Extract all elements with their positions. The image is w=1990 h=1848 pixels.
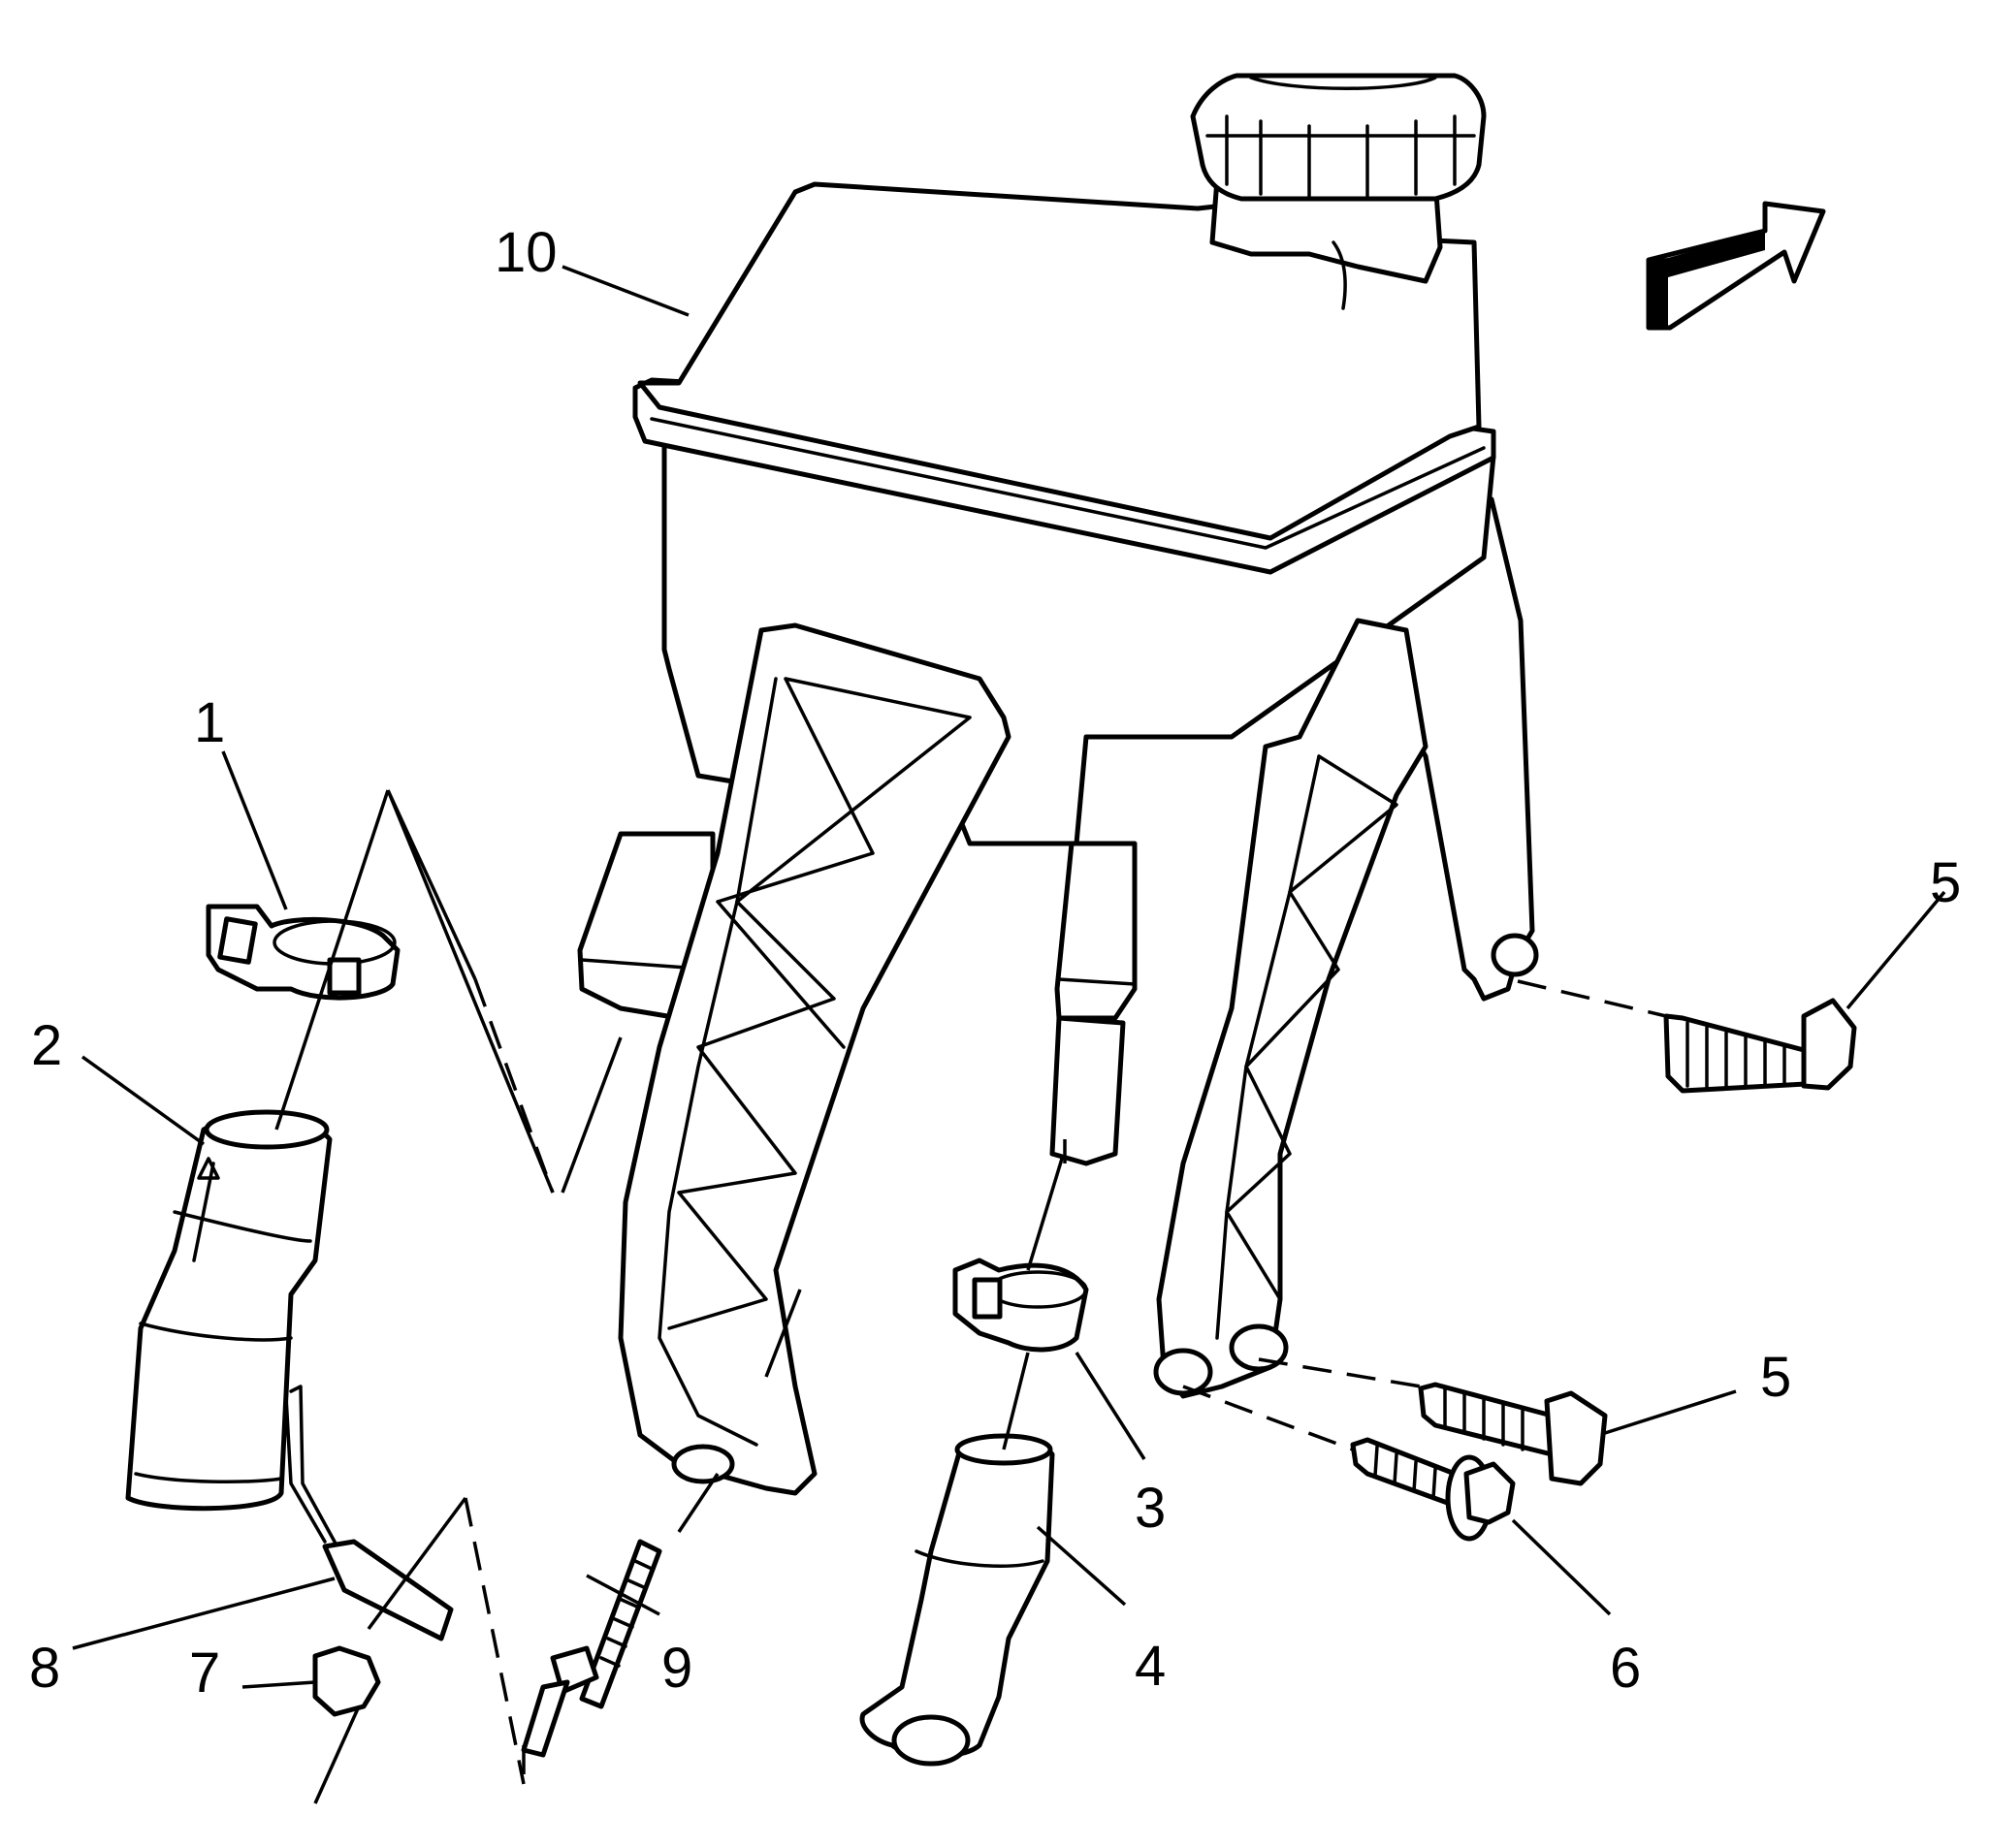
hose-clamp-lower <box>952 1258 1089 1353</box>
assembly-lines <box>274 789 1667 1804</box>
hose-clamp-upper <box>206 904 401 1001</box>
callout-7: 7 <box>189 1641 220 1705</box>
callout-3: 3 <box>1135 1477 1166 1540</box>
callout-2: 2 <box>31 1014 62 1077</box>
bolt-lower <box>1418 1382 1608 1486</box>
callout-labels: 1 2 3 4 5 5 6 7 8 9 10 <box>29 221 1961 1705</box>
callout-6: 6 <box>1610 1637 1641 1700</box>
callout-5-lower: 5 <box>1760 1346 1791 1409</box>
nut <box>312 1645 381 1717</box>
callout-leaders <box>72 265 1946 1689</box>
coolant-hose-upper <box>125 1109 333 1512</box>
stud <box>521 1539 662 1758</box>
callout-9: 9 <box>661 1637 692 1700</box>
callout-4: 4 <box>1135 1635 1166 1698</box>
callout-10: 10 <box>495 221 558 284</box>
forward-arrow-icon <box>1646 201 1826 331</box>
coolant-level-sensor <box>284 1385 454 1641</box>
bolt-upper <box>1663 998 1857 1094</box>
callout-1: 1 <box>194 691 225 754</box>
bolt-with-washer <box>1350 1437 1516 1542</box>
coolant-hose-lower <box>859 1433 1055 1767</box>
callout-8: 8 <box>29 1637 60 1700</box>
coolant-reservoir <box>577 73 1539 1496</box>
callout-5-upper: 5 <box>1930 851 1961 914</box>
